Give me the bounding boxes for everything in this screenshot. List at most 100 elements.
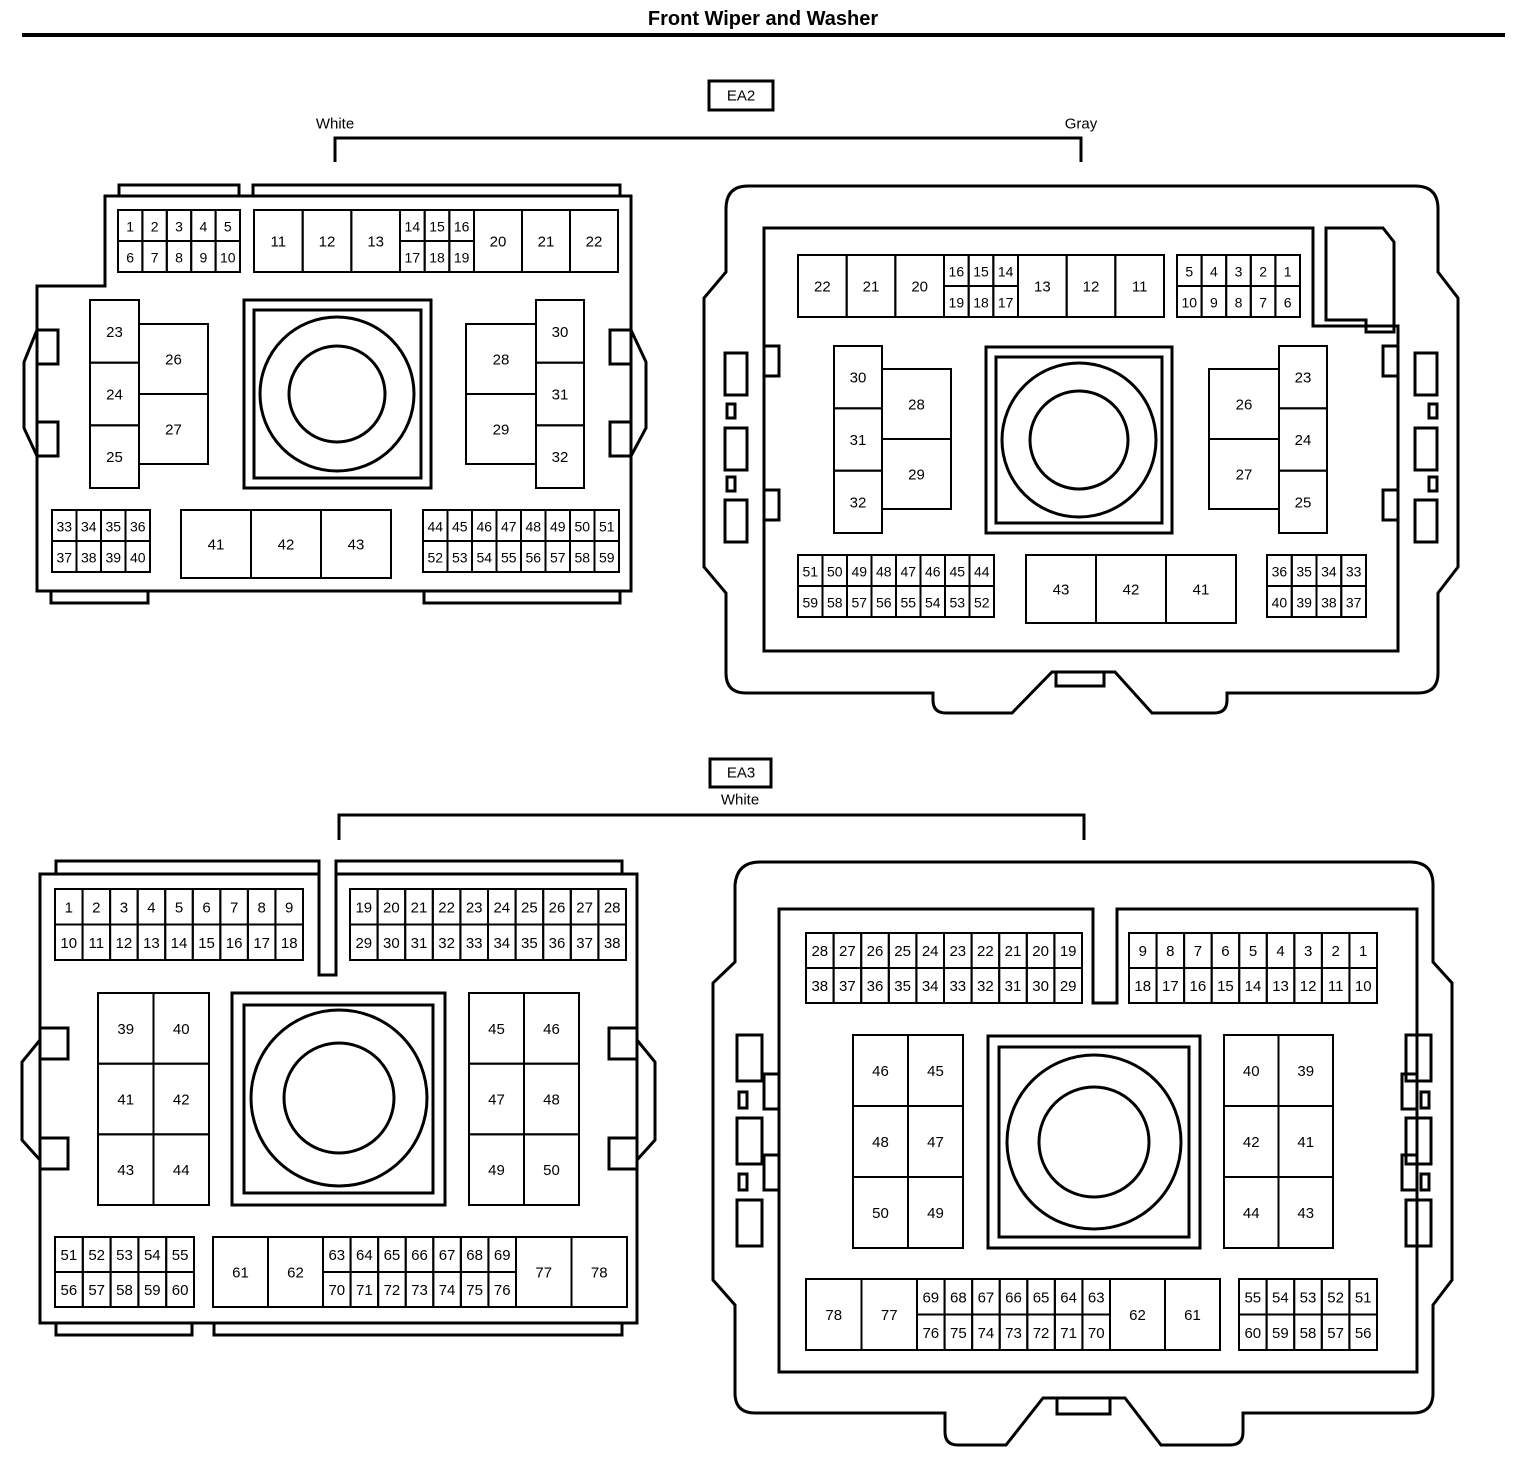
- pin-cavity: 2: [141, 209, 168, 242]
- pin-number: 8: [1235, 295, 1243, 311]
- pin-cavity: 14: [164, 923, 194, 961]
- pin-cavity-outline: [1114, 254, 1166, 318]
- pin-cavity: 23: [943, 932, 973, 969]
- pin-cavity: 55: [895, 585, 922, 618]
- pin-number: 57: [851, 595, 867, 611]
- pin-number: 59: [802, 595, 818, 611]
- pin-number: 78: [825, 1307, 842, 1324]
- pin-cavity: 51: [797, 554, 824, 587]
- ea3-right-inner-wall: [777, 907, 1419, 1374]
- ea2-right-side-wall: [764, 344, 781, 522]
- pin-cavity: 42: [250, 509, 322, 579]
- ea3-left-latch: [38, 1136, 70, 1171]
- pin-cavity-outline: [881, 438, 952, 510]
- pin-number: 26: [1236, 397, 1253, 414]
- pin-number: 45: [927, 1063, 944, 1080]
- pin-number: 22: [977, 943, 994, 960]
- pin-cavity: 19: [943, 285, 970, 318]
- pin-cavity: 35: [1290, 554, 1318, 587]
- pin-number: 42: [278, 537, 295, 554]
- pin-number: 39: [1297, 1063, 1314, 1080]
- pin-number: 27: [839, 943, 856, 960]
- pin-number: 22: [586, 234, 603, 251]
- pin-number: 69: [494, 1247, 511, 1264]
- pin-number: 32: [552, 449, 569, 466]
- pin-cavity: 52: [81, 1236, 112, 1273]
- pin-number: 29: [1060, 978, 1077, 995]
- ea2-right-latch: [725, 475, 737, 493]
- pin-cavity: 9: [190, 240, 217, 273]
- pin-cavity: 76: [487, 1271, 517, 1308]
- pin-number: 49: [927, 1205, 944, 1222]
- pin-cavity: 45: [446, 509, 473, 542]
- pin-number: 14: [998, 264, 1014, 280]
- pin-cavity-outline: [968, 585, 995, 618]
- ea2-right-latch: [1413, 351, 1439, 397]
- pin-cavity: 78: [805, 1278, 863, 1351]
- ea3-right-latch: [1404, 1116, 1433, 1166]
- pin-cavity: 64: [1053, 1278, 1084, 1316]
- pin-cavity: 36: [542, 923, 572, 961]
- pin-cavity: 66: [404, 1236, 435, 1273]
- pin-number: 15: [1217, 978, 1234, 995]
- pin-cavity-outline: [124, 540, 151, 573]
- pin-number: 32: [438, 935, 455, 952]
- pin-cavity: 58: [1293, 1313, 1323, 1351]
- pin-cavity: 55: [165, 1236, 195, 1273]
- ea3-connector-id: EA3: [727, 765, 755, 782]
- pin-cavity: 1: [54, 888, 84, 926]
- pin-cavity: 49: [468, 1133, 525, 1207]
- pin-number: 64: [356, 1247, 373, 1264]
- pin-cavity: 6: [191, 888, 222, 926]
- pin-cavity: 4: [1200, 254, 1228, 287]
- pin-cavity: 7: [1249, 285, 1277, 318]
- pin-cavity: 41: [1277, 1105, 1334, 1178]
- pin-cavity: 31: [833, 407, 883, 472]
- pin-number: 76: [922, 1325, 939, 1342]
- pin-cavity: 37: [832, 967, 863, 1004]
- ea2-left-housing: [35, 194, 633, 593]
- pin-number: 53: [1300, 1289, 1317, 1306]
- pin-cavity: 60: [165, 1271, 195, 1308]
- pin-cavity: 50: [852, 1176, 909, 1249]
- ea3-left-latch: [607, 1026, 639, 1061]
- pin-cavity: 44: [152, 1133, 210, 1207]
- pin-cavity: 2: [1249, 254, 1277, 287]
- pin-number: 3: [1304, 943, 1312, 960]
- pin-cavity: 7: [141, 240, 168, 273]
- pin-cavity-outline: [1165, 554, 1237, 624]
- pin-number: 33: [949, 978, 966, 995]
- pin-number: 27: [165, 422, 182, 439]
- ea2-left-latch: [608, 328, 633, 366]
- pin-cavity: 22: [970, 932, 1001, 969]
- pin-cavity: 23: [459, 888, 489, 926]
- pin-cavity: 3: [165, 209, 193, 242]
- pin-cavity: 46: [471, 509, 498, 542]
- pin-cavity: 40: [152, 992, 210, 1065]
- pin-cavity: 25: [514, 888, 545, 926]
- pin-number: 35: [894, 978, 911, 995]
- pin-number: 46: [476, 519, 492, 535]
- pin-number: 41: [1193, 582, 1210, 599]
- pin-number: 50: [872, 1205, 889, 1222]
- pin-number: 68: [950, 1289, 967, 1306]
- pin-cavity: 20: [1025, 932, 1056, 969]
- pin-number: 16: [1190, 978, 1207, 995]
- pin-number: 16: [949, 264, 965, 280]
- pin-cavity: 65: [377, 1236, 407, 1273]
- pin-cavity: 28: [805, 932, 835, 969]
- ea3-color-label: White: [721, 792, 759, 809]
- pin-number: 17: [1162, 978, 1179, 995]
- pin-cavity: 67: [432, 1236, 462, 1273]
- pin-number: 12: [319, 234, 336, 251]
- pin-cavity: 46: [852, 1034, 909, 1107]
- ea3-right-bottom-latch: [1055, 1398, 1112, 1416]
- pin-cavity: 3: [1225, 254, 1252, 287]
- pin-number: 61: [232, 1265, 249, 1282]
- pin-number: 16: [226, 935, 243, 952]
- pin-number: 56: [61, 1282, 78, 1299]
- pin-cavity: 14: [1238, 967, 1268, 1004]
- ea2-left-center-frame: [242, 298, 433, 490]
- pin-number: 43: [1053, 582, 1070, 599]
- pin-cavity-outline: [1053, 967, 1084, 1004]
